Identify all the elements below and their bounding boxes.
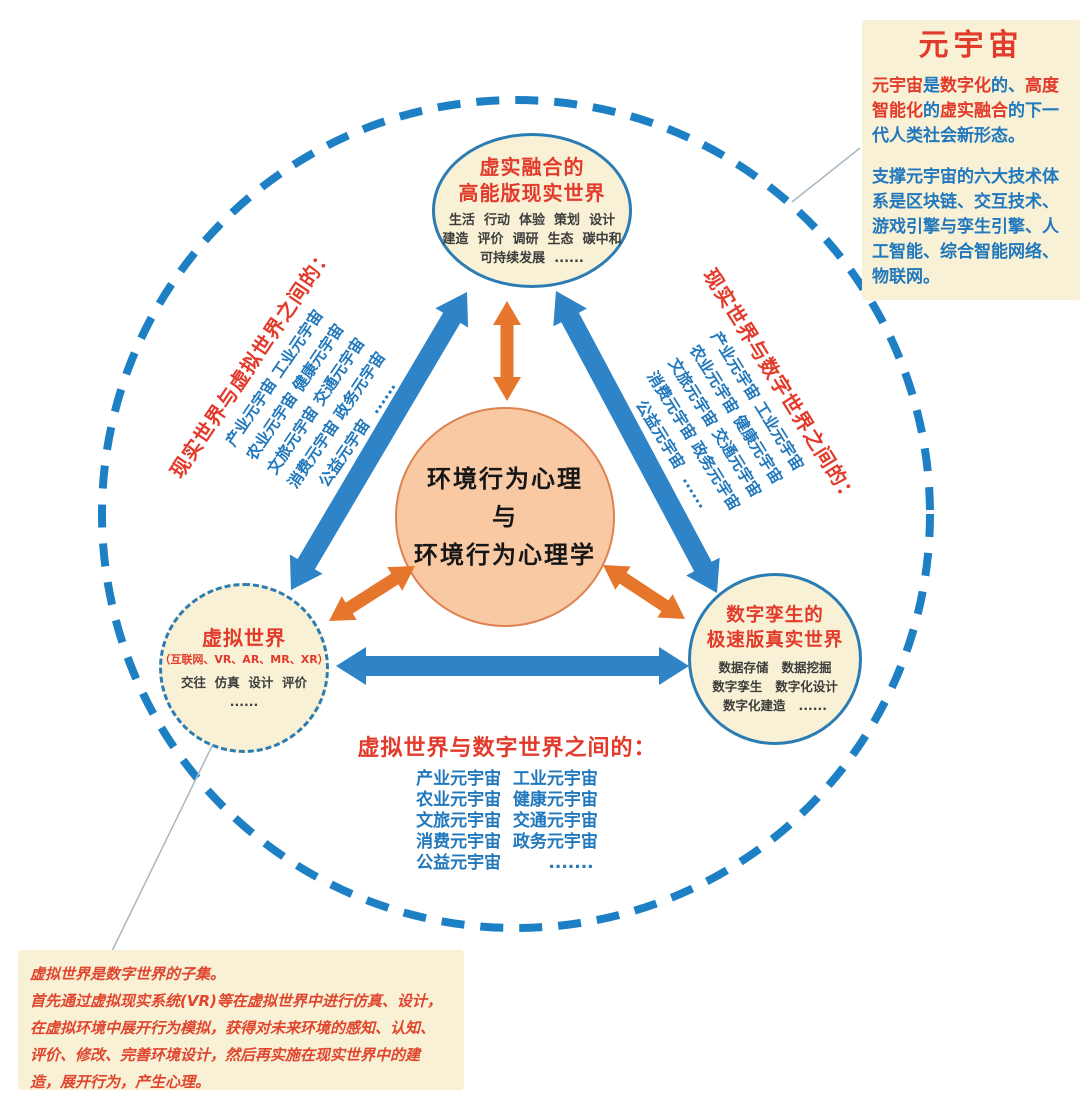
metaverse-tech-paragraph: 支撑元宇宙的六大技术体系是区块链、交互技术、游戏引擎与孪生引擎、人工智能、综合智… [872,167,1059,287]
list-line: 产业元宇宙 工业元宇宙 [416,769,598,789]
list-line: 可持续发展 ...... [480,250,584,266]
list-line: 在虚拟环境中展开行为模拟，获得对未来环境的感知、认知、 [30,1019,436,1037]
list-line: 数据存储 数据挖掘 [718,660,832,675]
circle-fused-title-line1: 虚实融合的 [479,154,585,179]
edge-label-virtual-vs-digital-list: 产业元宇宙 工业元宇宙农业元宇宙 健康元宇宙文旅元宇宙 交通元宇宙消费元宇宙 政… [416,769,598,874]
list-line: 环境行为心理学 [414,541,596,569]
circle-virtual-subtitle: （互联网、VR、AR、MR、XR） [159,653,329,666]
list-line: 环境行为心理 [427,465,583,493]
circle-environment-behavior-psychology: 环境行为心理与环境行为心理学 [395,407,615,627]
circle-virtual-title: 虚拟世界 [202,626,286,650]
list-line: 数字孪生 数字化设计 [712,679,838,694]
list-line: 交往 仿真 设计 评价 [180,675,308,690]
list-line: 评价、修改、完善环境设计，然后再实施在现实世界中的建 [30,1046,421,1064]
center-circle-text: 环境行为心理与环境行为心理学 [414,460,596,574]
list-line: 虚拟世界是数字世界的子集。 [30,965,226,983]
para1-seg-2: 是 [923,76,940,96]
para1-seg-3: 数字化 [940,76,991,96]
connector-line-note-box [111,743,214,952]
list-line: 农业元宇宙 健康元宇宙 [416,790,598,810]
list-line: 公益元宇宙 ....... [416,853,594,873]
circle-virtual-world: 虚拟世界 （互联网、VR、AR、MR、XR） 交往 仿真 设计 评价...... [159,583,329,753]
circle-virtual-keywords: 交往 仿真 设计 评价...... [181,673,307,711]
double-arrow-shape [329,566,415,621]
edge-label-virtual-vs-digital: 虚拟世界与数字世界之间的： 产业元宇宙 工业元宇宙农业元宇宙 健康元宇宙文旅元宇… [357,735,656,874]
list-line: 数字化建造 ...... [722,698,828,713]
list-line: 文旅元宇宙 交通元宇宙 [416,811,598,831]
orange-double-arrow-center-left [329,566,415,621]
double-arrow-shape [603,565,685,619]
circle-fused-title-line2: 高能版现实世界 [458,180,606,205]
circle-twin-keywords: 数据存储 数据挖掘数字孪生 数字化设计数字化建造 ...... [712,658,838,715]
double-arrow-shape [336,647,689,685]
circle-twin-title-line1: 数字孪生的 [726,605,824,626]
circle-twin-title-line2: 极速版真实世界 [706,630,844,651]
list-line: 生活 行动 体验 策划 设计 [448,212,616,228]
list-line: 消费元宇宙 政务元宇宙 [416,832,598,852]
edge-label-virtual-vs-digital-title: 虚拟世界与数字世界之间的： [357,736,657,761]
circle-fused-real-world: 虚实融合的 高能版现实世界 生活 行动 体验 策划 设计建造 评价 调研 生态 … [432,133,632,288]
metaverse-definition-paragraph: 元宇宙是数字化的、高度智能化的虚实融合的下一代人类社会新形态。 [872,74,1070,149]
metaverse-definition-box: 元宇宙 元宇宙是数字化的、高度智能化的虚实融合的下一代人类社会新形态。 支撑元宇… [862,20,1080,300]
orange-double-arrow-center-right [603,565,685,619]
list-line: 建造 评价 调研 生态 碳中和 [442,231,622,247]
para1-seg-7: 虚实融合 [940,101,1008,121]
blue-double-arrow-bottom-edge [336,647,689,685]
orange-double-arrow-center-top [493,301,521,401]
connector-line-metaverse-box [791,147,861,203]
para1-seg-1: 元宇宙 [872,76,923,96]
virtual-world-note-box: 虚拟世界是数字世界的子集。首先通过虚拟现实系统(VR)等在虚拟世界中进行仿真、设… [18,950,464,1091]
list-line: ...... [229,694,259,709]
para1-seg-4: 的、 [991,76,1025,96]
circle-digital-twin-world: 数字孪生的 极速版真实世界 数据存储 数据挖掘数字孪生 数字化设计数字化建造 .… [688,573,862,745]
list-line: 首先通过虚拟现实系统(VR)等在虚拟世界中进行仿真、设计， [30,992,442,1010]
para1-seg-6: 的 [923,101,940,121]
double-arrow-shape [493,301,521,401]
circle-fused-keywords: 生活 行动 体验 策划 设计建造 评价 调研 生态 碳中和可持续发展 .....… [442,211,621,268]
edge-label-real-vs-digital: 现实世界与数字世界之间的： 产业元宇宙 工业元宇宙农业元宇宙 健康元宇宙文旅元宇… [589,263,865,577]
metaverse-box-title: 元宇宙 [918,28,1024,63]
list-line: 造，展开行为，产生心理。 [30,1073,211,1091]
list-line: 与 [492,503,518,531]
